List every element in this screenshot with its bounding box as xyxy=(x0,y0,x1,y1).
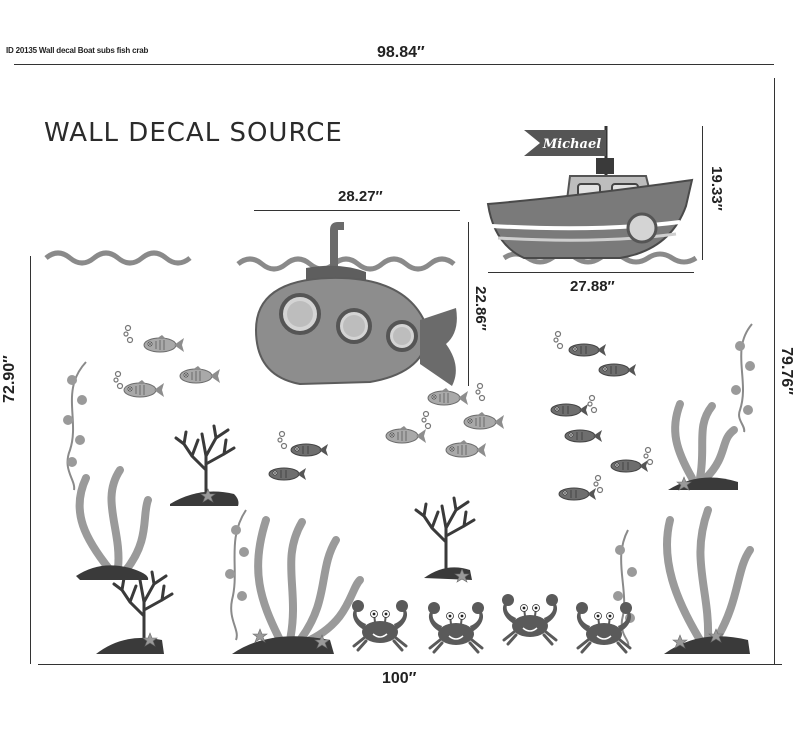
kelp-icon xyxy=(66,323,753,647)
top-width-line xyxy=(14,64,774,65)
left-height-line xyxy=(30,256,31,664)
seaweed-icon xyxy=(75,400,754,644)
bottom-width-line xyxy=(38,664,782,665)
boat-width-label: 27.88″ xyxy=(570,278,615,295)
sub-height-line xyxy=(468,222,469,386)
rock-icon xyxy=(76,477,750,654)
boat-icon: Michael xyxy=(486,126,694,259)
page-title: WALL DECAL SOURCE xyxy=(44,118,343,148)
crab-icon xyxy=(350,592,634,654)
boat-width-line xyxy=(488,272,694,273)
sub-width-line xyxy=(254,210,460,211)
bottom-width-label: 100″ xyxy=(382,670,417,687)
right-height-line xyxy=(774,78,775,664)
top-width-label: 98.84″ xyxy=(377,44,425,61)
sub-width-label: 28.27″ xyxy=(338,188,383,205)
product-id-label: ID 20135 Wall decal Boat subs fish crab xyxy=(6,46,149,55)
boat-height-line xyxy=(702,126,703,260)
submarine-icon xyxy=(254,222,457,386)
boat-flag-text: Michael xyxy=(542,137,601,152)
